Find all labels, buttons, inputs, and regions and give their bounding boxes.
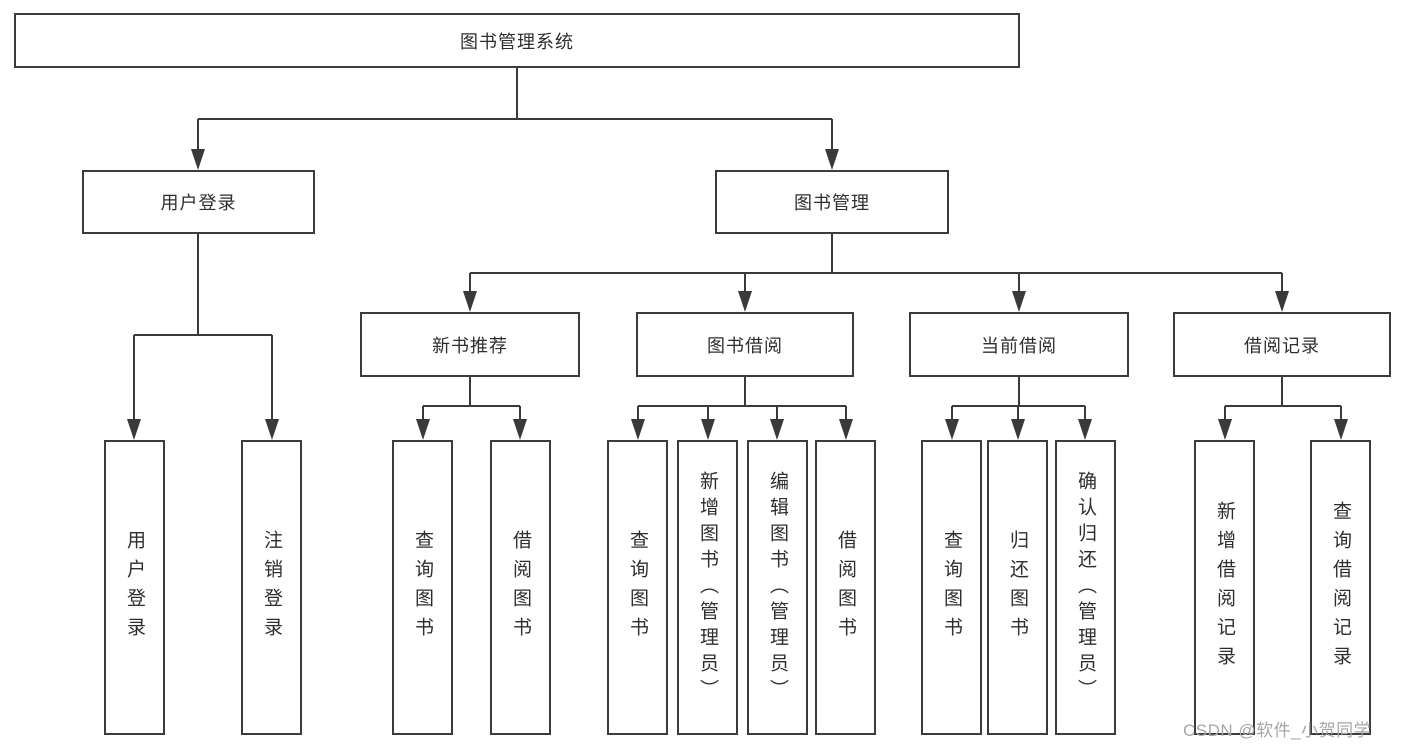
leaf-recommend-query-books: 查询图书 bbox=[392, 440, 453, 735]
leaf-borrow-edit-books-admin: 编辑图书（管理员） bbox=[747, 440, 808, 735]
leaf-records-add-record: 新增借阅记录 bbox=[1194, 440, 1255, 735]
leaf-user-login: 用户登录 bbox=[104, 440, 165, 735]
leaf-borrow-query-books: 查询图书 bbox=[607, 440, 668, 735]
node-root: 图书管理系统 bbox=[14, 13, 1020, 68]
node-user-login: 用户登录 bbox=[82, 170, 315, 234]
leaf-borrow-borrow-books: 借阅图书 bbox=[815, 440, 876, 735]
node-current-borrow: 当前借阅 bbox=[909, 312, 1129, 377]
leaf-records-query-record: 查询借阅记录 bbox=[1310, 440, 1371, 735]
leaf-current-query-books: 查询图书 bbox=[921, 440, 982, 735]
leaf-logout: 注销登录 bbox=[241, 440, 302, 735]
node-borrow-records: 借阅记录 bbox=[1173, 312, 1391, 377]
node-book-borrow: 图书借阅 bbox=[636, 312, 854, 377]
csdn-watermark: CSDN @软件_小贺同学 bbox=[1183, 721, 1372, 740]
node-book-management: 图书管理 bbox=[715, 170, 949, 234]
leaf-current-return-books: 归还图书 bbox=[987, 440, 1048, 735]
leaf-current-confirm-return-admin: 确认归还（管理员） bbox=[1055, 440, 1116, 735]
leaf-recommend-borrow-books: 借阅图书 bbox=[490, 440, 551, 735]
leaf-borrow-add-books-admin: 新增图书（管理员） bbox=[677, 440, 738, 735]
node-new-book-recommend: 新书推荐 bbox=[360, 312, 580, 377]
